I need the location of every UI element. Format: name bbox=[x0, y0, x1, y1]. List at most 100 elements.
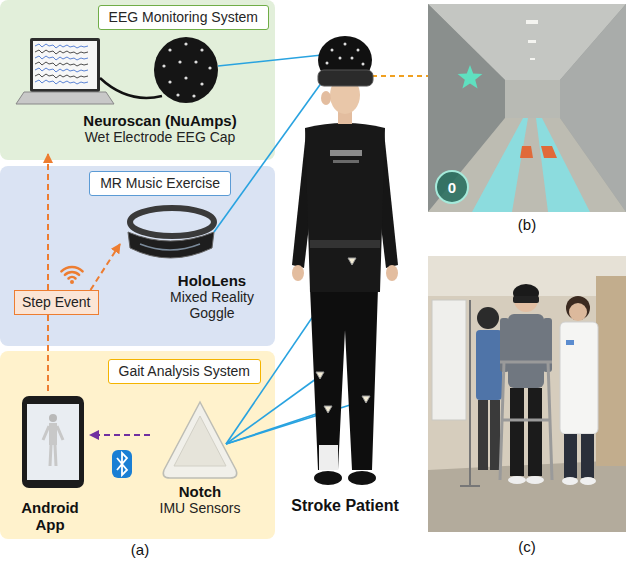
patient-figure bbox=[362, 396, 370, 403]
patient-figure bbox=[292, 36, 398, 485]
system-panel: Android App NotchIMU Sensors Gait Analysis… bbox=[0, 351, 275, 539]
wifi-icon bbox=[70, 280, 74, 284]
clinic-photo bbox=[569, 303, 587, 321]
eeg-cap-illustration bbox=[184, 76, 187, 79]
score-circle: 0 bbox=[435, 170, 469, 204]
eeg-cap-illustration bbox=[200, 48, 203, 51]
eeg-cap-illustration bbox=[100, 78, 162, 98]
mr-view-image bbox=[472, 118, 528, 212]
patient-figure bbox=[318, 70, 373, 86]
wifi-icon bbox=[65, 272, 79, 275]
hololens-illustration bbox=[128, 232, 214, 258]
panel-label: (a) bbox=[131, 541, 149, 558]
bluetooth-icon bbox=[112, 450, 132, 478]
device-name: Android App bbox=[10, 499, 90, 533]
wifi-icon bbox=[69, 277, 76, 278]
device-name: Notch bbox=[150, 483, 250, 500]
laptop-illustration bbox=[35, 62, 88, 66]
patient-figure bbox=[316, 372, 324, 379]
device-node: Neuroscan (NuAmps)Wet Electrode EEG Cap bbox=[8, 30, 240, 154]
patient-figure bbox=[386, 265, 398, 281]
imu-sensor-illustration bbox=[174, 416, 226, 466]
clinic-photo bbox=[596, 276, 626, 466]
laptop-illustration bbox=[35, 56, 88, 60]
leader-line bbox=[226, 400, 366, 444]
patient-figure bbox=[348, 471, 376, 485]
header-tab: EEG Monitoring System bbox=[98, 5, 269, 30]
dashed-arrow bbox=[91, 244, 121, 290]
panel-label: (b) bbox=[518, 216, 536, 233]
event-box: Step Event bbox=[14, 290, 99, 315]
eeg-cap-illustration bbox=[162, 64, 165, 67]
leader-line bbox=[218, 55, 322, 66]
device-description: Wet Electrode EEG Cap bbox=[80, 129, 240, 145]
laptop-illustration bbox=[35, 50, 88, 54]
clinic-photo bbox=[526, 476, 544, 484]
patient-figure bbox=[324, 406, 332, 413]
device-caption: HoloLensMixed Reality Goggle bbox=[156, 272, 268, 321]
mr-view-image bbox=[541, 146, 557, 158]
clinic-photo bbox=[476, 330, 502, 400]
patient-figure bbox=[305, 123, 385, 292]
clinic-photo bbox=[478, 400, 488, 470]
patient-figure bbox=[314, 471, 342, 485]
patient-figure bbox=[321, 91, 331, 105]
device-node: NotchIMU Sensors bbox=[150, 391, 250, 523]
clinic-photo bbox=[560, 322, 598, 434]
region-panel bbox=[0, 166, 275, 346]
clinic-photo bbox=[564, 434, 577, 478]
mr-view-image bbox=[428, 4, 626, 212]
clinic-photo bbox=[508, 476, 526, 484]
clinic-photo bbox=[510, 388, 524, 476]
clinic-photo bbox=[528, 388, 542, 476]
leader-line bbox=[372, 75, 428, 77]
region-panel bbox=[0, 351, 275, 539]
tablet-illustration bbox=[49, 414, 57, 422]
clinic-photo bbox=[513, 296, 539, 303]
laptop-illustration bbox=[30, 38, 100, 92]
eeg-cap-illustration bbox=[100, 37, 218, 103]
tablet-illustration bbox=[22, 396, 84, 488]
device-node: Android App bbox=[10, 391, 90, 537]
panel-heading: Gait Analysis System bbox=[119, 363, 251, 379]
device-description: IMU Sensors bbox=[150, 500, 250, 516]
event-text: Step Event bbox=[22, 294, 91, 311]
eeg-cap-illustration bbox=[194, 60, 197, 63]
laptop-illustration bbox=[35, 74, 88, 78]
clinic-photo bbox=[566, 340, 574, 345]
patient-figure bbox=[339, 57, 342, 60]
tablet-illustration bbox=[27, 404, 79, 480]
eeg-cap-illustration bbox=[178, 60, 181, 63]
mr-view-image bbox=[536, 118, 590, 212]
patient-figure bbox=[330, 150, 362, 156]
clinic-photo bbox=[428, 256, 626, 532]
clinic-photo bbox=[428, 256, 626, 532]
panel-heading: EEG Monitoring System bbox=[109, 9, 258, 25]
clinic-photo bbox=[490, 400, 500, 470]
laptop-illustration bbox=[16, 92, 114, 104]
clinic-photo bbox=[432, 300, 466, 420]
eeg-cap-illustration bbox=[176, 93, 179, 96]
clinic-photo bbox=[580, 477, 596, 485]
clinic-photo bbox=[477, 307, 499, 329]
patient-figure bbox=[351, 57, 354, 60]
dashed-arrow bbox=[47, 154, 49, 290]
device-name: Neuroscan (NuAmps) bbox=[80, 112, 240, 129]
eeg-cap-illustration bbox=[184, 42, 187, 45]
imu-sensor-illustration bbox=[163, 402, 237, 478]
clinic-photo bbox=[566, 296, 590, 320]
tablet-illustration bbox=[49, 423, 57, 445]
clinic-photo bbox=[508, 314, 544, 388]
eeg-cap-illustration bbox=[168, 80, 171, 83]
mr-view-image bbox=[458, 65, 483, 89]
bluetooth-icon bbox=[112, 450, 132, 478]
figure-caption: Stroke Patient bbox=[291, 496, 399, 515]
clinic-photo bbox=[581, 434, 594, 478]
score-number: 0 bbox=[448, 179, 456, 196]
mr-view-image bbox=[428, 118, 626, 212]
header-tab: MR Music Exercise bbox=[89, 171, 231, 196]
device-caption: NotchIMU Sensors bbox=[150, 483, 250, 516]
eeg-cap-illustration bbox=[154, 37, 218, 103]
